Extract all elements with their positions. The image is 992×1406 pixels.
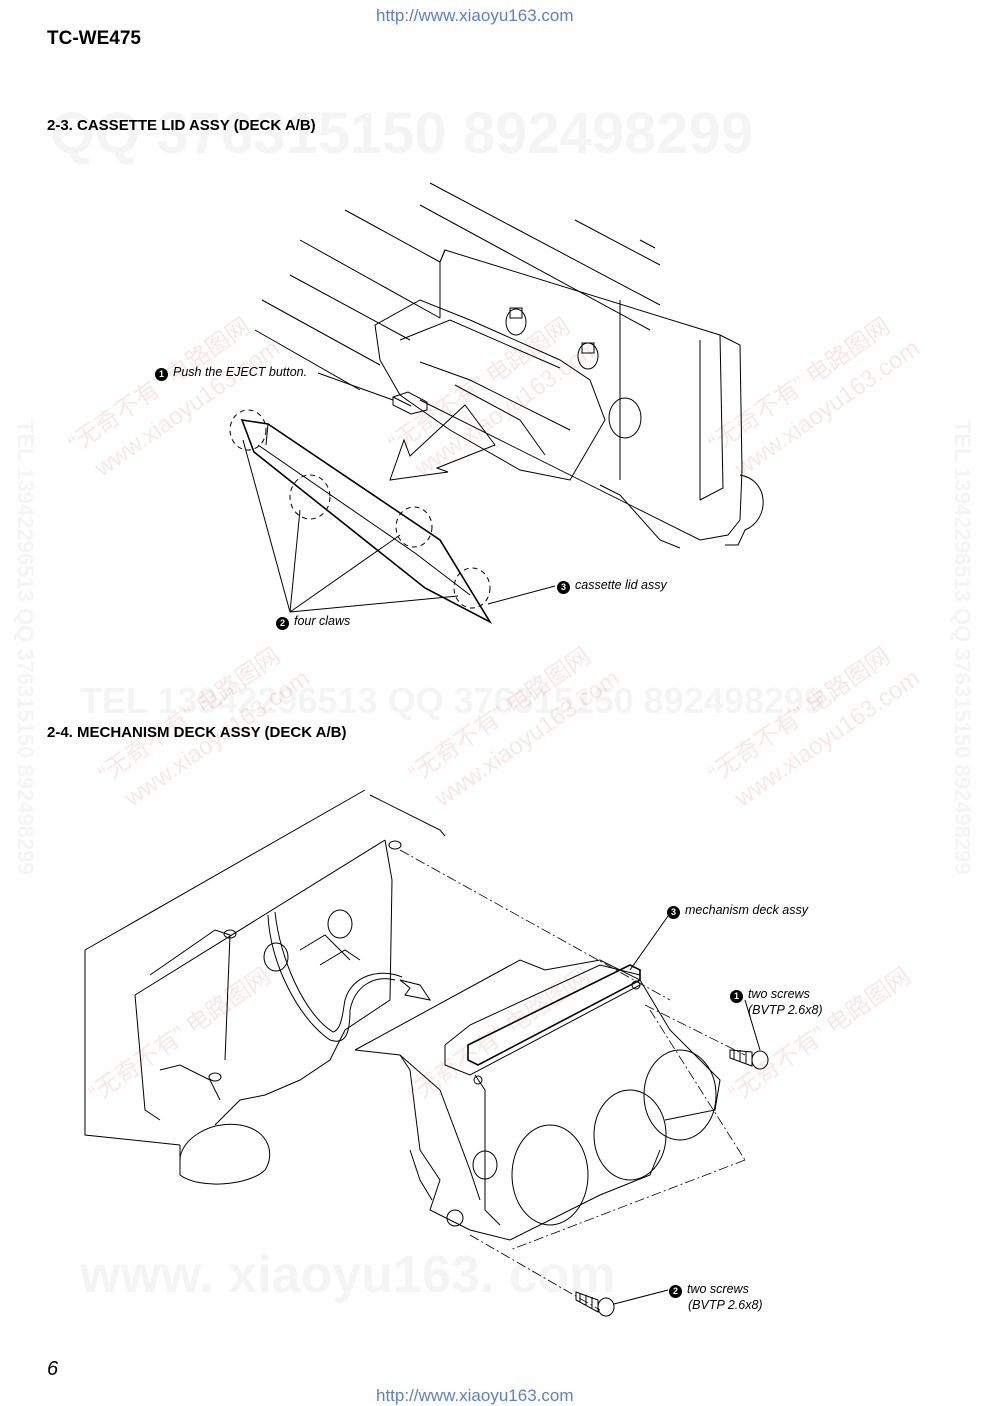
leader-lines-2 [613,915,761,1305]
section-title-mechanism-deck: 2-4. MECHANISM DECK ASSY (DECK A/B) [47,724,347,741]
screw-right [729,1049,769,1070]
claw-circle-1 [229,409,267,451]
callout-text: two screws [687,1282,749,1296]
remove-direction-arrow [389,404,496,481]
callout-two-screws-right: 1 two screws [730,987,810,1003]
callout-four-claws: 2 four claws [276,614,350,630]
callout-text: two screws [748,987,810,1001]
callout-push-eject: 1 Push the EJECT button. [155,365,307,381]
callout-cassette-lid-assy: 3 cassette lid assy [557,578,667,594]
cassette-holder [374,249,764,549]
bottom-url-link[interactable]: http://www.xiaoyu163.com [376,1386,574,1405]
mechanism-deck-part [354,959,721,1241]
callout-two-screws-bottom: 2 two screws [669,1282,749,1298]
callout-text: mechanism deck assy [685,903,808,917]
main-chassis [84,789,446,1185]
callout-text: four claws [294,614,351,628]
watermark-qq: QQ 376315150 892498299 [50,100,753,167]
page-number: 6 [47,1358,59,1380]
watermark-tel-qq: TEL 13942296513 QQ 376315150 892498299 [80,680,824,722]
deck-panel-lines [254,182,661,391]
guide-lines [399,849,746,1311]
claw-circle-3 [395,506,433,548]
screw-bottom [575,1291,615,1317]
remove-arrow [399,979,432,1001]
claw-circle-2 [289,474,331,520]
step-number-badge: 3 [557,581,570,594]
step-number-badge: 3 [667,906,680,919]
leader-lines-1 [242,372,556,613]
callout-screw-spec-bottom: (BVTP 2.6x8) [688,1298,763,1312]
model-number: TC-WE475 [47,28,141,49]
cassette-lid-part [240,419,493,625]
section-title-cassette-lid: 2-3. CASSETTE LID ASSY (DECK A/B) [47,117,316,134]
flat-cable [267,914,396,1042]
eject-button [392,391,428,415]
step-number-badge: 2 [276,617,289,630]
step-number-badge: 1 [730,990,743,1003]
top-url-link[interactable]: http://www.xiaoyu163.com [376,6,574,25]
claw-circle-4 [453,567,491,609]
step-number-badge: 2 [669,1285,682,1298]
step-number-badge: 1 [155,368,168,381]
callout-text: Push the EJECT button. [173,365,308,379]
callout-screw-spec-right: (BVTP 2.6x8) [748,1003,823,1017]
callout-mechanism-deck-assy: 3 mechanism deck assy [667,903,808,919]
callout-text: cassette lid assy [575,578,667,592]
watermark-www: www. xiaoyu163. com [80,1245,616,1305]
